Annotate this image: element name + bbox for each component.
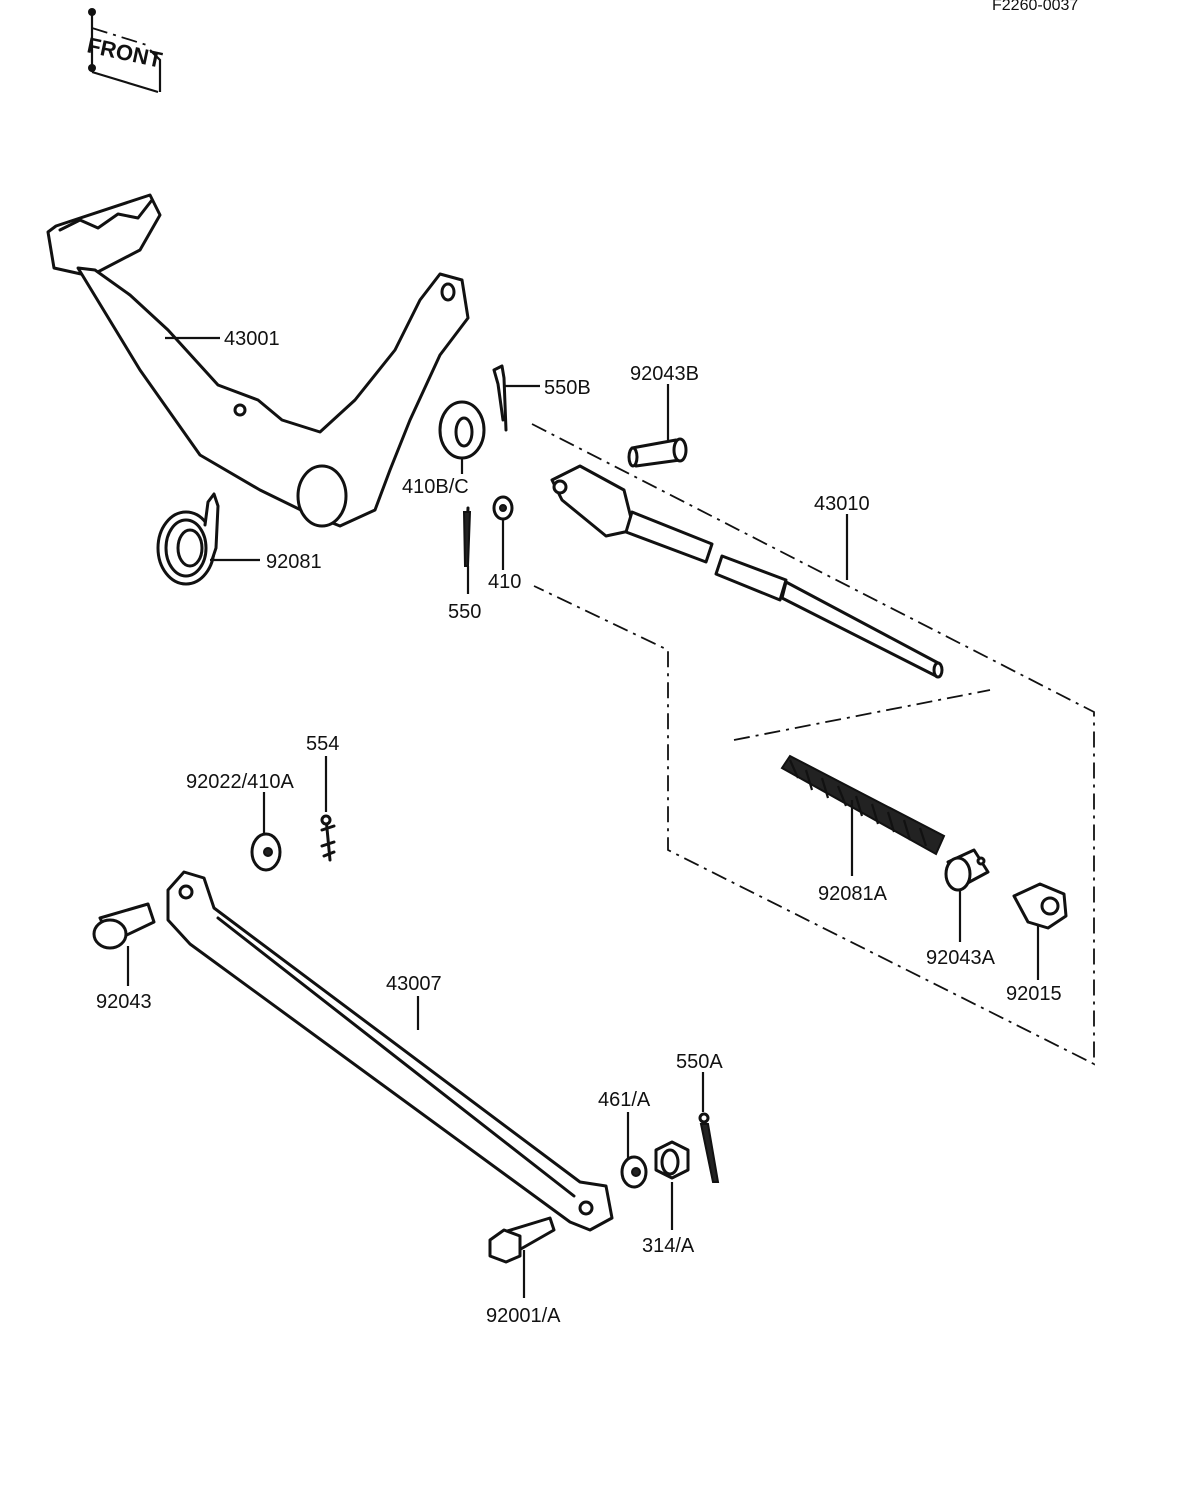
label-550: 550	[448, 601, 481, 623]
leader-lines	[126, 336, 1040, 1298]
brake-pedal-43001	[46, 193, 470, 528]
pin-92043	[92, 902, 156, 950]
washer-410	[492, 495, 514, 521]
label-92022-410A: 92022/410A	[186, 771, 295, 793]
label-461-A: 461/A	[598, 1089, 651, 1111]
label-43010: 43010	[814, 493, 870, 515]
label-554: 554	[306, 733, 339, 755]
label-92043B: 92043B	[630, 363, 699, 385]
front-direction-marker: FRONT	[85, 8, 165, 94]
label-550B: 550B	[544, 377, 591, 399]
label-43001: 43001	[224, 328, 280, 350]
washer-410B-C	[438, 400, 486, 460]
label-314-A: 314/A	[642, 1235, 695, 1257]
clip-554	[320, 814, 336, 862]
adjuster-nut-92015	[1012, 882, 1068, 930]
label-92043: 92043	[96, 991, 152, 1013]
label-92001-A: 92001/A	[486, 1305, 561, 1327]
label-410B-C: 410B/C	[402, 476, 469, 498]
bolt-92001-A	[488, 1216, 556, 1264]
label-92081A: 92081A	[818, 883, 888, 905]
spring-92081A	[780, 754, 946, 856]
label-43007: 43007	[386, 973, 442, 995]
pin-92043B	[627, 437, 688, 468]
figure-code: F2260-0037	[992, 0, 1078, 14]
label-550A: 550A	[676, 1051, 723, 1073]
return-spring-92081	[156, 492, 220, 586]
cotter-pin-550B	[492, 364, 508, 432]
brake-rod-43010	[550, 464, 944, 679]
link-rod-43007	[166, 870, 614, 1232]
cotter-pin-550	[462, 506, 472, 567]
joint-92043A	[944, 848, 990, 892]
washer-92022-410A	[250, 832, 282, 872]
cotter-pin-550A	[698, 1112, 720, 1183]
nut-314-A	[654, 1140, 690, 1180]
assembly-dashed-boundary	[531, 423, 1095, 1066]
label-92081: 92081	[266, 551, 322, 573]
label-92043A: 92043A	[926, 947, 996, 969]
label-410: 410	[488, 571, 521, 593]
washer-461-A	[620, 1155, 648, 1189]
label-92015: 92015	[1006, 983, 1062, 1005]
